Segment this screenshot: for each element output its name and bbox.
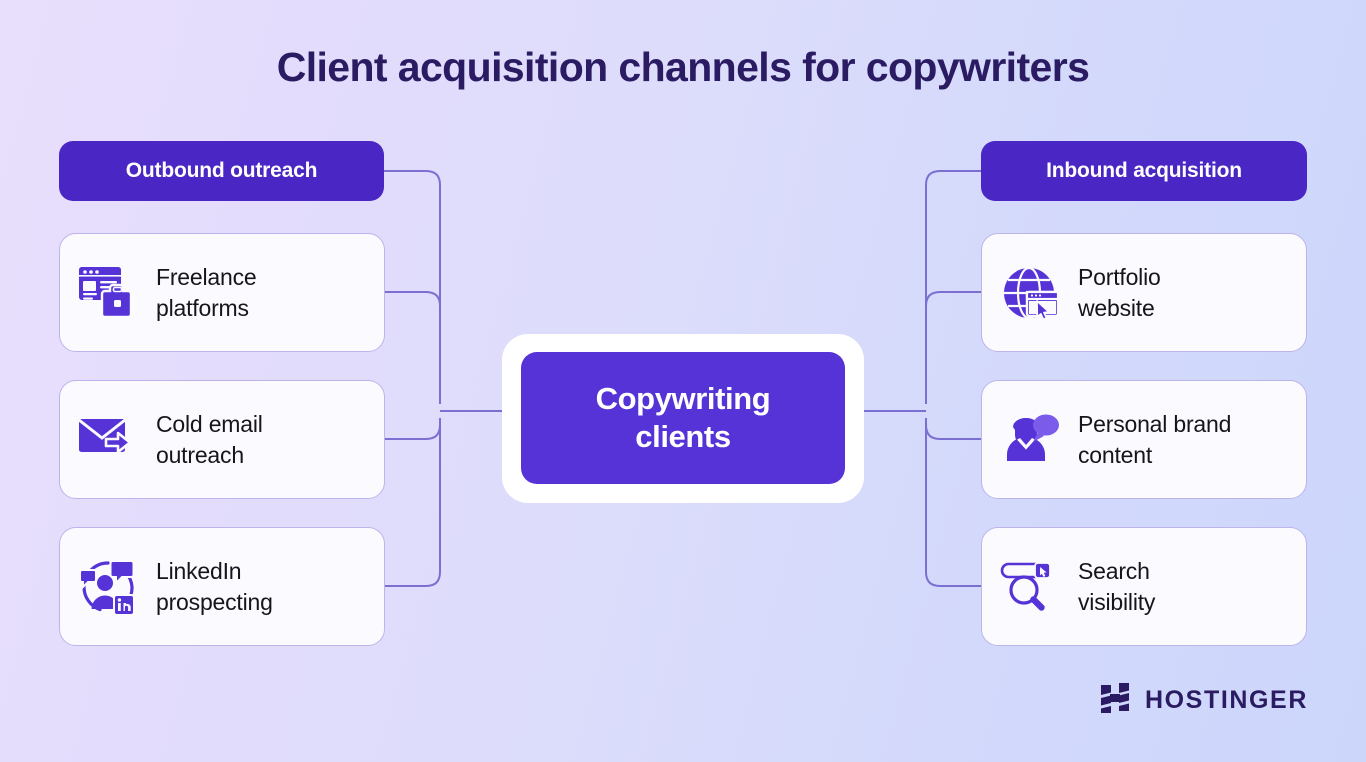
card-personal-brand-content[interactable]: Personal brand content — [981, 380, 1307, 499]
connector-left-item-2 — [385, 418, 441, 440]
branch-header-inbound-label: Inbound acquisition — [1046, 159, 1242, 182]
card-search-visibility-label: Search visibility — [1078, 557, 1156, 615]
branch-header-outbound-label: Outbound outreach — [125, 159, 318, 182]
hostinger-h-logo — [1098, 681, 1132, 720]
center-node-copywriting-clients[interactable]: Copywriting clients — [521, 352, 845, 484]
card-linkedin-prospecting-label: LinkedIn prospecting — [156, 557, 273, 615]
connector-left-header — [384, 170, 441, 404]
person-speech-bubble-icon — [998, 407, 1064, 473]
card-search-visibility[interactable]: Search visibility — [981, 527, 1307, 646]
connector-left-item-1 — [385, 291, 441, 404]
branch-header-outbound[interactable]: Outbound outreach — [59, 141, 384, 201]
linkedin-person-chat-icon — [76, 554, 142, 620]
connector-left-item-3 — [385, 418, 441, 587]
card-personal-brand-content-label: Personal brand content — [1078, 410, 1232, 468]
search-bar-magnifier-icon — [998, 554, 1064, 620]
browser-briefcase-icon — [76, 260, 142, 326]
card-linkedin-prospecting[interactable]: LinkedIn prospecting — [59, 527, 385, 646]
branch-header-inbound[interactable]: Inbound acquisition — [981, 141, 1307, 201]
center-node-label: Copywriting clients — [595, 380, 771, 454]
card-freelance-platforms-label: Freelance platforms — [156, 263, 257, 321]
card-cold-email-outreach-label: Cold email outreach — [156, 410, 263, 468]
envelope-arrow-icon — [76, 407, 142, 473]
card-cold-email-outreach[interactable]: Cold email outreach — [59, 380, 385, 499]
brand-logo: HOSTINGER — [1098, 681, 1308, 720]
page-title: Client acquisition channels for copywrit… — [276, 44, 1090, 90]
connector-right-header — [925, 170, 982, 404]
card-portfolio-website[interactable]: Portfolio website — [981, 233, 1307, 352]
connector-right-item-2 — [925, 418, 981, 440]
connector-right-item-1 — [925, 291, 981, 404]
card-portfolio-website-label: Portfolio website — [1078, 263, 1161, 321]
card-freelance-platforms[interactable]: Freelance platforms — [59, 233, 385, 352]
brand-wordmark: HOSTINGER — [1144, 686, 1308, 714]
connector-right-item-3 — [925, 418, 981, 587]
globe-browser-cursor-icon — [998, 260, 1064, 326]
